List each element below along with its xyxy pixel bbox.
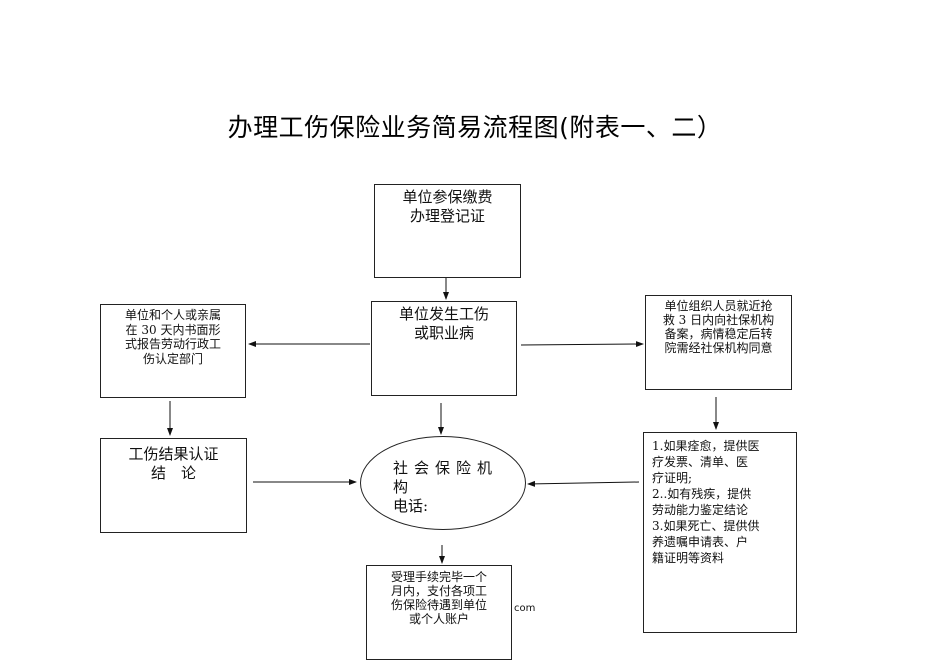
node-injury-text: 单位发生工伤 或职业病 xyxy=(398,305,489,342)
stray-text: com xyxy=(514,603,536,614)
node-rescue-text: 单位组织人员就近抢 救 3 日内向社保机构 备案，病情稳定后转 院需经社保机构同… xyxy=(662,299,775,355)
arrow-injury-to-rescue xyxy=(520,341,644,348)
page-title: 办理工伤保险业务简易流程图(附表一、二） xyxy=(227,113,723,142)
node-payment-text: 受理手续完毕一个 月内，支付各项工 伤保险待遇到单位 或个人账户 xyxy=(390,570,487,626)
node-injury: 单位发生工伤 或职业病 xyxy=(371,301,517,396)
node-materials: 1.如果痊愈，提供医 疗发票、清单、医 疗证明; 2..如有残疾，提供 劳动能力… xyxy=(643,432,797,633)
node-rescue: 单位组织人员就近抢 救 3 日内向社保机构 备案，病情稳定后转 院需经社保机构同… xyxy=(645,295,792,390)
node-agency-line1: 社会保险机 xyxy=(393,459,499,477)
node-conclusion-text: 工伤结果认证 结 论 xyxy=(128,445,219,482)
node-enroll: 单位参保缴费 办理登记证 xyxy=(374,184,521,278)
node-enroll-text: 单位参保缴费 办理登记证 xyxy=(402,188,493,225)
node-materials-text: 1.如果痊愈，提供医 疗发票、清单、医 疗证明; 2..如有残疾，提供 劳动能力… xyxy=(652,439,760,565)
node-payment: 受理手续完毕一个 月内，支付各项工 伤保险待遇到单位 或个人账户 xyxy=(366,565,512,660)
node-report: 单位和个人或亲属 在 30 天内书面形 式报告劳动行政工 伤认定部门 xyxy=(100,304,246,398)
node-report-text: 单位和个人或亲属 在 30 天内书面形 式报告劳动行政工 伤认定部门 xyxy=(124,308,221,366)
node-agency-line2: 构 xyxy=(393,478,409,496)
node-agency: 社会保险机 构 电话: xyxy=(360,436,526,530)
node-conclusion: 工伤结果认证 结 论 xyxy=(100,438,247,533)
node-agency-phone: 电话: xyxy=(393,497,429,515)
arrow-materials-to-agency xyxy=(527,480,640,487)
